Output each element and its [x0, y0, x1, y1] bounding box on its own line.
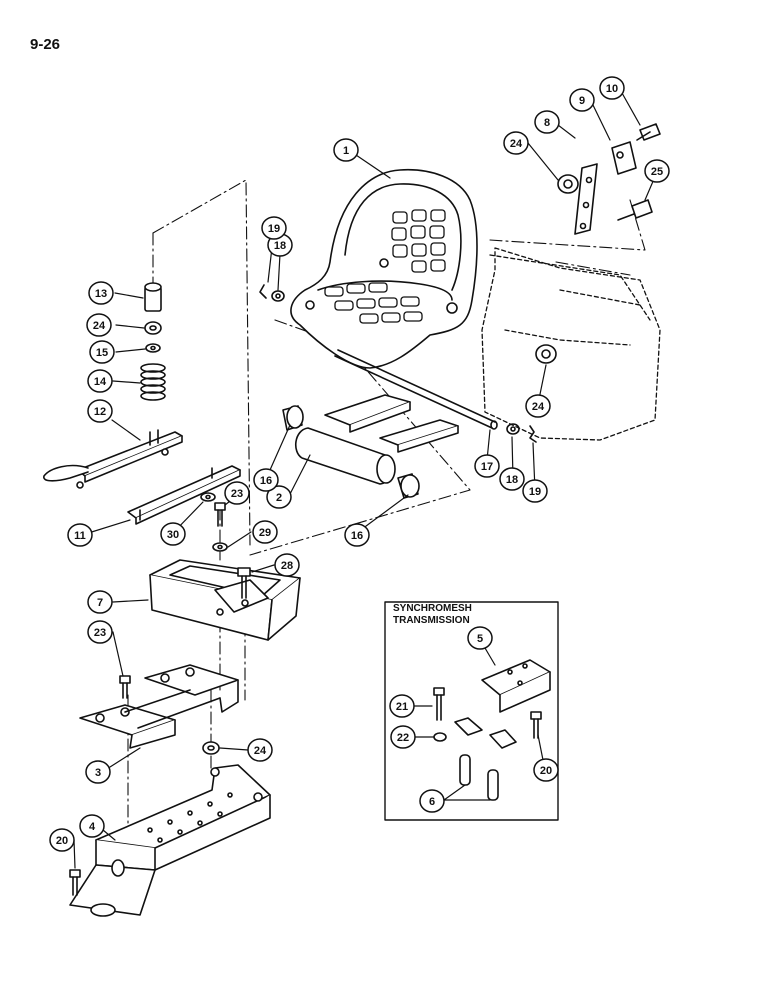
pivot-rod — [334, 349, 498, 430]
callout-24-bracket: 24 — [254, 745, 267, 757]
hinge-strap — [574, 163, 598, 235]
callout-29: 29 — [259, 527, 271, 539]
callout-15: 15 — [96, 347, 108, 359]
bolt-23-upper — [214, 502, 226, 527]
inset-pins-6 — [459, 754, 499, 801]
spacer-13 — [144, 282, 162, 312]
callout-28: 28 — [281, 560, 293, 572]
callout-19-left: 19 — [268, 223, 280, 235]
seat — [290, 168, 478, 369]
callout-19-right: 19 — [529, 486, 541, 498]
leader-lines — [127, 179, 646, 841]
inset-bracket — [481, 659, 551, 713]
inset-clamps — [454, 717, 517, 749]
callout-2: 2 — [276, 492, 282, 504]
seat-back-cushion-pads — [391, 209, 446, 273]
nut-24-upper — [557, 174, 579, 194]
callout-22: 22 — [397, 732, 409, 744]
callout-5: 5 — [477, 633, 483, 645]
callout-3: 3 — [95, 767, 101, 779]
spring-14 — [140, 363, 166, 401]
hinge-bracket — [611, 141, 637, 175]
callout-18-right: 18 — [506, 474, 518, 486]
callout-circles — [49, 76, 670, 852]
nut-24-spring — [144, 321, 162, 335]
callout-20-inset: 20 — [540, 765, 552, 777]
callout-8: 8 — [544, 117, 550, 129]
seat-frame — [295, 394, 459, 485]
washer-30 — [200, 492, 216, 502]
callout-21: 21 — [396, 701, 408, 713]
inset-washer-22 — [433, 732, 447, 742]
callout-6: 6 — [429, 796, 435, 808]
rubber-bumper-upper — [282, 405, 304, 431]
callout-1: 1 — [343, 145, 349, 157]
callout-18-left: 18 — [274, 240, 286, 252]
rubber-bumper-lower — [397, 473, 420, 499]
page-number: 9-26 — [30, 36, 61, 53]
lower-mounting-plate — [69, 764, 271, 917]
callout-4: 4 — [89, 821, 96, 833]
callout-17: 17 — [481, 461, 493, 473]
washer-15 — [145, 343, 161, 353]
inset-title-line2: TRANSMISSION — [393, 615, 470, 626]
inset-title: SYNCHROMESH TRANSMISSION — [393, 603, 472, 627]
callout-30: 30 — [167, 529, 179, 541]
callout-13: 13 — [95, 288, 107, 300]
callout-23-lower: 23 — [94, 627, 106, 639]
washer-29 — [212, 542, 228, 552]
clip-19-right — [529, 425, 537, 443]
bolt-20-plate — [69, 869, 81, 896]
mounting-bracket-3 — [79, 664, 239, 749]
callout-24-panel: 24 — [532, 401, 545, 413]
washer-18-left — [271, 290, 285, 302]
bolt-23-lower — [119, 675, 131, 699]
clip-19-left — [259, 284, 267, 299]
callout-25: 25 — [651, 166, 663, 178]
callout-16-left: 16 — [260, 475, 272, 487]
callout-10: 10 — [606, 83, 618, 95]
callout-11: 11 — [74, 530, 86, 542]
callout-24-spring: 24 — [93, 320, 106, 332]
callout-16-right: 16 — [351, 530, 363, 542]
callout-12: 12 — [94, 406, 106, 418]
callout-23-upper: 23 — [231, 488, 243, 500]
callout-20-plate: 20 — [56, 835, 68, 847]
callout-24-upper: 24 — [510, 138, 523, 150]
inset-bolt-21 — [433, 687, 445, 721]
callout-numbers: 1 2 3 4 5 6 7 8 9 10 11 12 13 14 15 16 1… — [56, 83, 663, 847]
inset-title-line1: SYNCHROMESH — [393, 603, 472, 614]
mounting-panel — [481, 247, 661, 441]
callout-7: 7 — [97, 597, 103, 609]
bolt-28 — [237, 567, 251, 599]
callout-14: 14 — [94, 376, 107, 388]
callout-9: 9 — [579, 95, 585, 107]
bolt-25 — [617, 199, 653, 221]
nut-24-bracket — [202, 741, 220, 755]
nut-24-panel — [535, 344, 557, 364]
washer-18-right — [506, 423, 520, 435]
bolt-10 — [636, 123, 661, 141]
slide-rail-11 — [127, 465, 241, 525]
seat-cushion-pads — [324, 282, 423, 324]
slide-rail-12 — [43, 429, 183, 489]
